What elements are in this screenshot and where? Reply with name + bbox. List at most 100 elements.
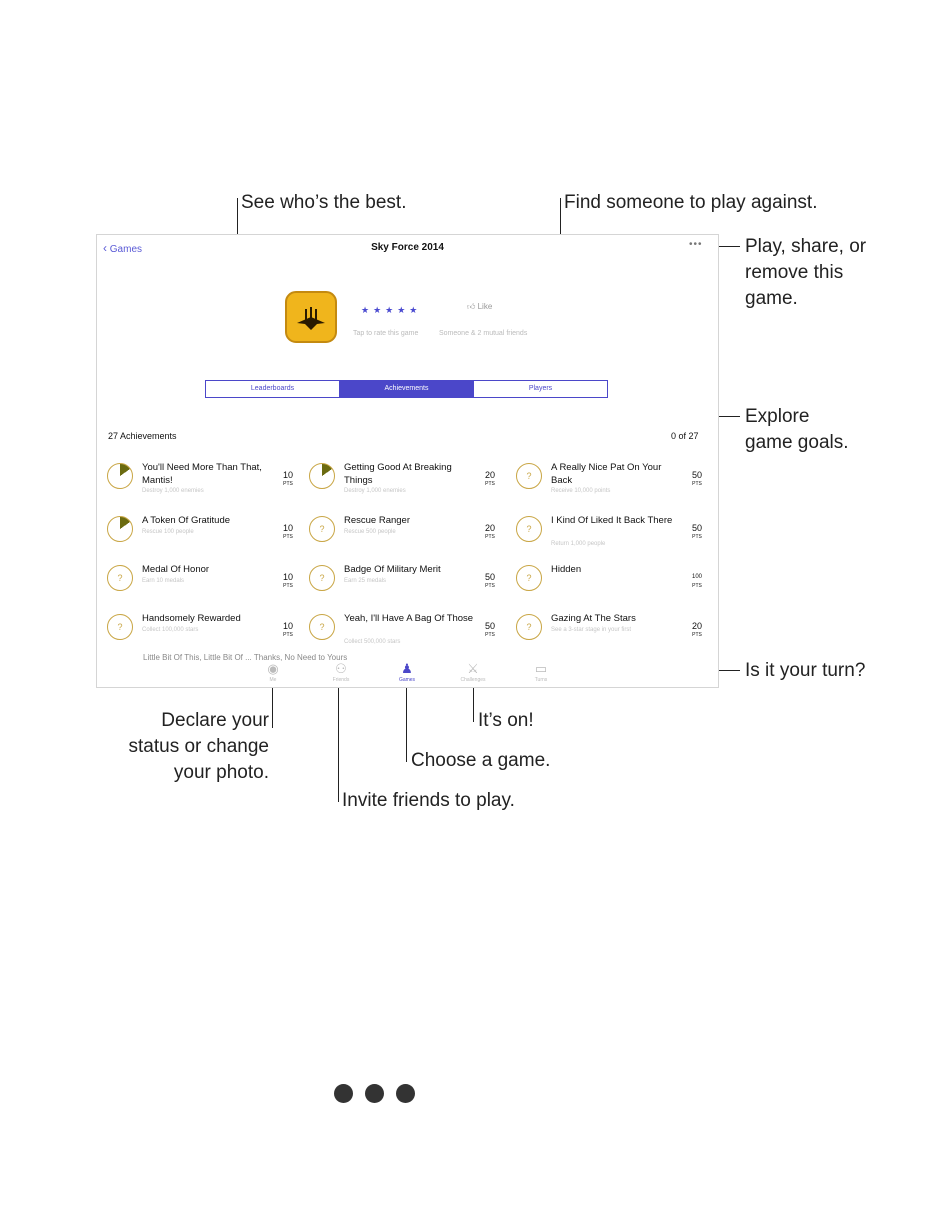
locked-ring-icon: ? — [107, 565, 133, 591]
achievement-subtitle: Destroy 1,000 enemies — [142, 488, 204, 494]
points-unit: PTS — [283, 481, 293, 487]
game-center-screen: ‹ Games Sky Force 2014 ••• ★★★★★ 👍︎ Like… — [96, 234, 719, 688]
back-button[interactable]: ‹ Games — [103, 241, 142, 255]
achievement-subtitle: See a 3-star stage in your first — [551, 627, 632, 633]
locked-ring-icon: ? — [516, 614, 542, 640]
locked-ring-icon: ? — [309, 614, 335, 640]
segment-players[interactable]: Players — [473, 381, 607, 397]
points-unit: PTS — [485, 534, 495, 540]
points-value: 50 — [485, 621, 496, 631]
rating-stars[interactable]: ★★★★★ — [361, 305, 422, 315]
achievement-title: A Really Nice Pat On Your Back — [551, 462, 662, 486]
dot-icon — [334, 1084, 353, 1103]
leader-line-games — [406, 680, 407, 762]
achievement-subtitle: Earn 10 medals — [142, 578, 185, 584]
achievement-subtitle: Collect 100,000 stars — [142, 627, 199, 633]
segmented-control: Leaderboards Achievements Players — [205, 380, 608, 398]
achievement-title: You'll Need More Than That, Mantis! — [142, 462, 262, 486]
achievement-subtitle: Destroy 1,000 enemies — [344, 488, 406, 494]
tab-me[interactable]: ◉Me — [253, 661, 293, 683]
achievement-subtitle: Rescue 500 people — [344, 529, 396, 535]
achievement-title: Gazing At The Stars — [551, 613, 636, 624]
callout-leaderboards: See who’s the best. — [241, 192, 407, 213]
segment-leaderboards[interactable]: Leaderboards — [250, 385, 295, 392]
leader-line-challenges — [473, 680, 474, 722]
leader-line-me — [272, 680, 273, 728]
tab-label: Games — [398, 677, 416, 683]
callout-players: Find someone to play against. — [564, 192, 818, 213]
segment-achievements[interactable]: Achievements — [339, 381, 473, 397]
back-label: Games — [109, 244, 143, 255]
achievements-progress: 0 of 27 — [671, 431, 699, 441]
points-value: 100 — [692, 574, 703, 580]
tab-challenges[interactable]: ⚔Challenges — [453, 661, 493, 683]
achievement-title: Handsomely Rewarded — [142, 613, 241, 624]
achievement-title: Medal Of Honor — [142, 564, 210, 575]
page-dots — [334, 1084, 418, 1104]
achievement-cell[interactable]: You'll Need More Than That, Mantis! Destr… — [107, 461, 297, 501]
tab-turns[interactable]: ▭Turns — [521, 661, 561, 683]
dot-icon — [396, 1084, 415, 1103]
person-icon: ◉ — [267, 661, 279, 676]
game-app-icon — [285, 291, 337, 343]
points-value: 10 — [283, 621, 294, 631]
tab-label: Me — [269, 677, 277, 683]
points-value: 10 — [283, 572, 294, 582]
callout-more: Play, share, or remove this game. — [745, 236, 867, 309]
page-title: Sky Force 2014 — [371, 242, 444, 253]
points-value: 50 — [485, 572, 496, 582]
points-unit: PTS — [485, 583, 495, 589]
rating-subtext: Tap to rate this game — [353, 330, 419, 337]
callout-challenges: It’s on! — [478, 710, 534, 731]
points-unit: PTS — [283, 534, 293, 540]
chevron-left-icon: ‹ — [103, 241, 107, 255]
tab-bar: ◉Me ⚇Friends ♟Games ⚔Challenges ▭Turns — [97, 659, 718, 687]
achievement-title: A Token Of Gratitude — [142, 515, 231, 526]
tab-games[interactable]: ♟Games — [387, 661, 427, 683]
tab-label: Challenges — [460, 677, 486, 683]
points-unit: PTS — [692, 481, 702, 487]
partial-achievement-row: Little Bit Of This, Little Bit Of ... Th… — [143, 653, 348, 662]
achievement-subtitle: Receive 10,000 points — [551, 488, 611, 494]
like-button[interactable]: 👍︎ Like — [467, 302, 492, 312]
progress-ring-icon — [107, 516, 133, 542]
points-unit: PTS — [692, 534, 702, 540]
tab-label: Turns — [534, 677, 548, 683]
game-piece-icon: ♟ — [401, 661, 413, 676]
achievement-subtitle: Return 1,000 people — [551, 541, 606, 547]
thumbs-up-icon: 👍︎ — [467, 302, 476, 311]
points-unit: PTS — [283, 583, 293, 589]
locked-ring-icon: ? — [516, 463, 542, 489]
achievements-header: 27 Achievements — [108, 431, 177, 441]
achievement-subtitle: Rescue 100 people — [142, 529, 194, 535]
more-icon[interactable]: ••• — [689, 239, 703, 250]
achievement-title: Getting Good At Breaking Things — [344, 462, 452, 486]
tab-friends[interactable]: ⚇Friends — [321, 661, 361, 683]
callout-me: Declare your status or change your photo… — [128, 710, 269, 783]
points-unit: PTS — [692, 632, 702, 638]
achievement-title: Badge Of Military Merit — [344, 564, 441, 575]
turns-icon: ▭ — [534, 661, 548, 676]
points-value: 20 — [485, 470, 496, 480]
locked-ring-icon: ? — [516, 565, 542, 591]
points-unit: PTS — [283, 632, 293, 638]
achievement-title: Yeah, I'll Have A Bag Of Those — [344, 613, 474, 624]
points-value: 10 — [283, 470, 294, 480]
